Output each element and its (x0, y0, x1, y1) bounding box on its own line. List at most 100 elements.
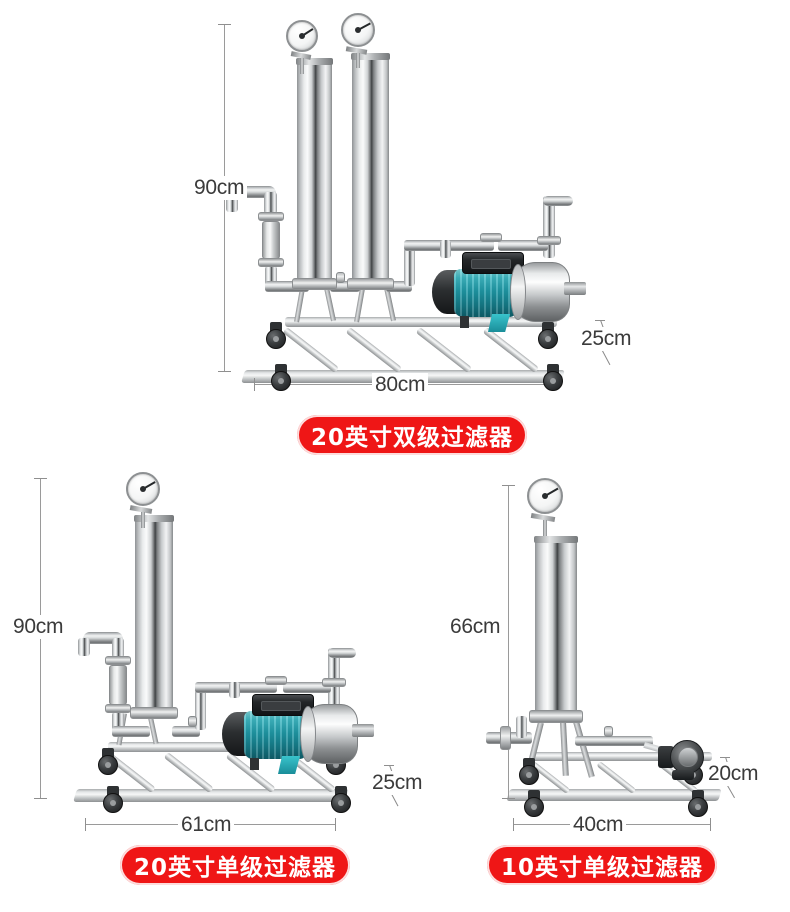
pump-control-box (252, 694, 314, 716)
pressure-gauge (341, 13, 383, 68)
housing-top-cap (296, 58, 333, 65)
dimension-cap (34, 798, 47, 799)
sanitary-clamp (258, 258, 284, 267)
pump-inlet-drop (440, 240, 451, 258)
pressure-gauge (126, 472, 168, 528)
sight-glass (109, 665, 127, 705)
outlet-pipe (386, 281, 412, 292)
inlet-riser (516, 716, 527, 738)
electric-pump (432, 252, 586, 338)
drain-valve (336, 272, 345, 283)
dimension-cap (502, 485, 515, 486)
pump-mount-foot (460, 316, 469, 328)
sight-glass (262, 221, 280, 259)
filter-housing (352, 57, 389, 282)
sanitary-clamp (265, 676, 287, 685)
filter-housing (535, 540, 577, 715)
outlet-spout (543, 196, 573, 206)
depth-dimension-label: 25cm (578, 327, 635, 351)
cart-rear-rail (285, 317, 557, 327)
pump-mount-foot (488, 314, 510, 332)
inlet-flange (500, 726, 511, 750)
pressure-gauge (527, 478, 571, 536)
cart-rear-rail (532, 752, 712, 761)
width-dimension-label: 80cm (372, 373, 429, 397)
sanitary-clamp (105, 704, 131, 713)
outlet-pipe (172, 726, 200, 737)
housing-clamp (347, 278, 394, 290)
riser-pipe (404, 248, 415, 286)
pump-base (672, 770, 694, 780)
dimension-cap (85, 818, 86, 831)
width-dimension-label: 61cm (178, 813, 235, 837)
pressure-gauge (286, 20, 326, 74)
filter-housing (297, 62, 332, 282)
pump-display (261, 701, 301, 711)
manifold-pipe (265, 281, 309, 292)
riser-pipe (195, 690, 206, 730)
housing-clamp (130, 707, 178, 719)
sanitary-clamp (105, 656, 131, 665)
sanitary-clamp (537, 236, 561, 245)
housing-top-cap (534, 536, 578, 543)
height-dimension-label: 90cm (191, 176, 248, 200)
product-badge-3: 10英寸单级过滤器 (487, 845, 717, 885)
pump-motor (454, 269, 518, 317)
inlet-downpipe (264, 192, 277, 214)
drain-valve (188, 716, 197, 727)
pump-discharge-nozzle (352, 724, 374, 737)
pump-head-ring (510, 264, 526, 320)
pump-control-box (462, 252, 524, 274)
product-badge-1: 20英寸双级过滤器 (297, 415, 527, 455)
pump-head-ring (300, 706, 316, 762)
depth-dimension-label: 25cm (369, 771, 426, 795)
dimension-cap (34, 478, 47, 479)
sanitary-clamp (480, 233, 502, 242)
outlet-pipe (283, 682, 331, 693)
cart-cross-brace (345, 327, 403, 374)
outlet-spout (328, 648, 356, 658)
dimension-cap (710, 818, 711, 831)
height-dimension-line (508, 485, 509, 798)
cart-cross-brace (282, 327, 340, 374)
width-dimension-label: 40cm (570, 813, 627, 837)
housing-clamp (292, 278, 337, 290)
tripod-leg (573, 720, 595, 778)
product-badge-2: 20英寸单级过滤器 (120, 845, 350, 885)
pump-faceplate (678, 747, 698, 767)
housing-top-cap (351, 53, 390, 60)
dimension-cap (384, 765, 394, 766)
electric-pump (222, 694, 374, 778)
housing-top-cap (134, 515, 174, 522)
pump-mount-foot (278, 756, 300, 774)
pump-discharge-nozzle (564, 282, 586, 295)
pump-motor (244, 711, 308, 759)
pump-inlet-drop (229, 682, 240, 698)
inlet-elbow (78, 638, 90, 656)
manifold-pipe (112, 726, 150, 737)
height-dimension-label: 90cm (10, 615, 67, 639)
sanitary-clamp (258, 212, 284, 221)
dimension-cap (720, 757, 730, 758)
dimension-cap (513, 818, 514, 831)
pump-mount-foot (250, 758, 259, 770)
dimension-cap (502, 798, 515, 799)
dimension-cap (218, 24, 231, 25)
outlet-pipe (498, 240, 548, 251)
tripod-leg (560, 721, 569, 776)
pump-display (471, 259, 511, 269)
dimension-cap (218, 371, 231, 372)
dimension-cap (595, 320, 605, 321)
compact-pump (658, 738, 714, 784)
dimension-cap (254, 378, 255, 391)
outlet-pipe (575, 736, 653, 746)
dimension-cap (335, 818, 336, 831)
filter-housing (135, 519, 173, 711)
housing-clamp (529, 710, 583, 723)
height-dimension-label: 66cm (447, 615, 504, 639)
inlet-downpipe (112, 638, 124, 658)
connecting-pipe (330, 281, 360, 292)
depth-dimension-label: 20cm (705, 762, 762, 786)
sanitary-clamp (322, 678, 346, 687)
